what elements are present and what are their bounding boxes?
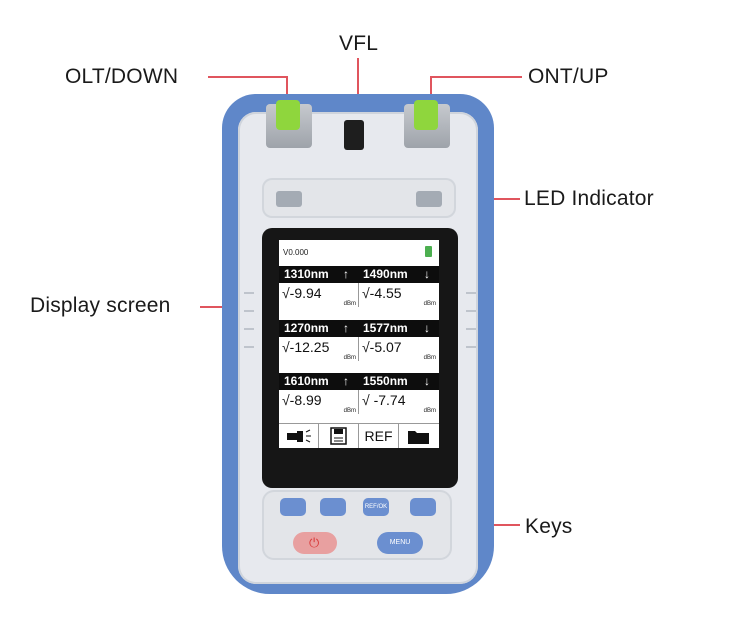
grip-ridge (244, 310, 254, 312)
wavelength-label: 1610nm (284, 374, 329, 388)
folder-back-key[interactable] (410, 498, 436, 516)
led-indicator-left (276, 191, 302, 207)
unit-label: dBm (343, 355, 356, 361)
status-bar: V0.000 (279, 240, 439, 266)
battery-icon (425, 246, 432, 257)
label-ont-up: ONT/UP (528, 65, 609, 88)
down-arrow-icon: ↓ (424, 374, 430, 388)
power-reading-row: √-12.25 dBm √-5.07 dBm (279, 337, 439, 361)
power-value: √-8.99 (282, 392, 322, 408)
save-icon[interactable] (319, 424, 359, 448)
unit-label: dBm (343, 301, 356, 307)
up-arrow-icon: ↑ (343, 374, 349, 388)
power-value: √-9.94 (282, 285, 322, 301)
power-value: √-5.07 (362, 339, 402, 355)
wavelength-label: 1270nm (284, 321, 329, 335)
grip-ridge (466, 292, 476, 294)
grip-ridge (244, 346, 254, 348)
grip-ridge (466, 310, 476, 312)
unit-label: dBm (423, 408, 436, 414)
screen-icon-bar: REF (279, 423, 439, 448)
menu-button[interactable]: MENU (377, 532, 423, 554)
grip-ridge (244, 292, 254, 294)
vfl-port[interactable] (344, 120, 364, 150)
up-arrow-icon: ↑ (343, 321, 349, 335)
up-arrow-icon: ↑ (343, 267, 349, 281)
unit-label: dBm (343, 408, 356, 414)
label-led-indicator: LED Indicator (524, 187, 654, 210)
unit-label: dBm (423, 355, 436, 361)
label-vfl: VFL (339, 32, 379, 55)
ont-port-cap (414, 100, 438, 130)
olt-port-cap (276, 100, 300, 130)
wavelength-header: 1310nm ↑ 1490nm ↓ (279, 266, 439, 283)
wavelength-header: 1270nm ↑ 1577nm ↓ (279, 320, 439, 337)
leader-ont (430, 76, 522, 78)
power-reading-row: √-8.99 dBm √ -7.74 dBm (279, 390, 439, 414)
grip-ridge (466, 328, 476, 330)
leader-ont-drop (430, 76, 432, 104)
down-arrow-icon: ↓ (424, 267, 430, 281)
label-olt-down: OLT/DOWN (65, 65, 179, 88)
save-down-key[interactable] (320, 498, 346, 516)
grip-ridge (466, 346, 476, 348)
unit-label: dBm (423, 301, 436, 307)
firmware-version: V0.000 (283, 248, 309, 257)
folder-icon[interactable] (399, 424, 438, 448)
label-display-screen: Display screen (30, 294, 171, 317)
wavelength-label: 1490nm (363, 267, 408, 281)
led-indicator-right (416, 191, 442, 207)
ref-button[interactable]: REF (359, 424, 399, 448)
wavelength-header: 1610nm ↑ 1550nm ↓ (279, 373, 439, 390)
laser-up-key[interactable] (280, 498, 306, 516)
power-value: √-12.25 (282, 339, 330, 355)
power-button[interactable]: ⏻ (293, 532, 337, 554)
ref-ok-key[interactable]: REF/OK (363, 498, 389, 516)
power-icon: ⏻ (309, 535, 320, 550)
label-keys: Keys (525, 515, 573, 538)
wavelength-label: 1550nm (363, 374, 408, 388)
display-screen: V0.000 1310nm ↑ 1490nm ↓ √-9.94 dBm √-4.… (279, 240, 439, 448)
power-value: √ -7.74 (362, 392, 406, 408)
power-reading-row: √-9.94 dBm √-4.55 dBm (279, 283, 439, 307)
laser-icon[interactable] (279, 424, 319, 448)
leader-olt (208, 76, 288, 78)
wavelength-label: 1310nm (284, 267, 329, 281)
wavelength-label: 1577nm (363, 321, 408, 335)
leader-olt-drop (286, 76, 288, 104)
leader-vfl (357, 58, 359, 120)
grip-ridge (244, 328, 254, 330)
power-value: √-4.55 (362, 285, 402, 301)
down-arrow-icon: ↓ (424, 321, 430, 335)
